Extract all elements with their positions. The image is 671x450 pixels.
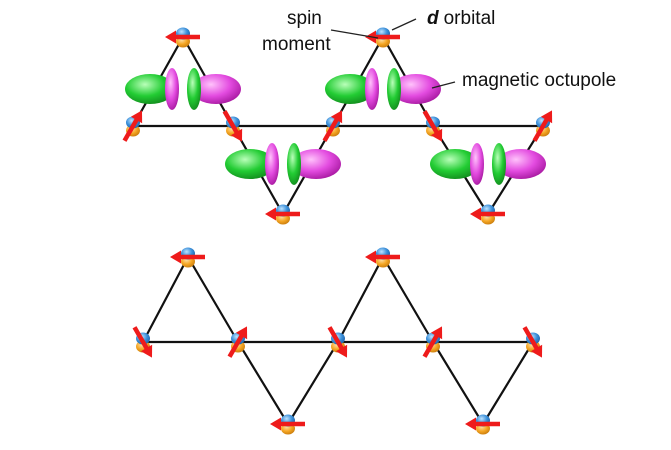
spin-arrow (322, 110, 343, 142)
spin-arrow (422, 326, 443, 358)
top-site-row-2 (222, 110, 243, 142)
bottom-site-bottom-1 (270, 414, 305, 435)
bottom-site-apex-2 (365, 247, 400, 268)
spin-arrow (532, 110, 553, 142)
octupole-magenta-lobe (391, 74, 441, 104)
spin-arrow (222, 110, 243, 142)
octupole-green-lobe (430, 149, 480, 179)
spin-moment-label-line2: moment (262, 34, 331, 55)
octupole-green-lobe (387, 68, 401, 110)
spin-arrow (165, 30, 200, 44)
spin-arrow (265, 207, 300, 221)
bottom-site-bottom-2 (465, 414, 500, 435)
magnetic-octupole-leader (431, 81, 456, 89)
bottom-site-row-3 (327, 326, 348, 358)
octupole-green-lobe (287, 143, 301, 185)
bottom-sites (132, 247, 543, 435)
octupole-magenta-lobe (165, 68, 179, 110)
bottom-site-row-4 (422, 326, 443, 358)
spin-arrow (522, 326, 543, 358)
octupole-green-lobe (125, 74, 175, 104)
d-orbital-leader (391, 18, 417, 31)
octupole-magenta-lobe (496, 149, 546, 179)
spin-arrow (327, 326, 348, 358)
bottom-site-row-2 (227, 326, 248, 358)
octupole-4 (430, 143, 546, 185)
octupole-green-lobe (325, 74, 375, 104)
spin-moment-leader (330, 29, 379, 39)
octupole-2 (225, 143, 341, 185)
spin-moment-label-line1: spin (287, 8, 322, 29)
magnetic-octupole-label: magnetic octupole (462, 70, 616, 91)
octupole-1 (125, 68, 241, 110)
octupole-3 (325, 68, 441, 110)
top-octupoles (125, 68, 546, 185)
octupole-green-lobe (492, 143, 506, 185)
spin-arrow (122, 110, 143, 142)
octupole-green-lobe (187, 68, 201, 110)
bottom-lattice (132, 247, 543, 435)
top-site-apex-2 (365, 27, 400, 48)
octupole-magenta-lobe (470, 143, 484, 185)
top-site-row-1 (122, 110, 143, 142)
octupole-magenta-lobe (365, 68, 379, 110)
bottom-site-row-1 (132, 326, 153, 358)
top-site-row-3 (322, 110, 343, 142)
spin-arrow (465, 417, 500, 431)
bottom-site-row-5 (522, 326, 543, 358)
bottom-site-apex-1 (170, 247, 205, 268)
spin-arrow (422, 110, 443, 142)
top-sites (122, 27, 553, 225)
spin-arrow (365, 250, 400, 264)
octupole-magenta-lobe (291, 149, 341, 179)
spin-arrow (170, 250, 205, 264)
spin-arrow (227, 326, 248, 358)
top-site-row-5 (532, 110, 553, 142)
top-lattice (122, 27, 553, 225)
top-site-bottom-1 (265, 204, 300, 225)
top-site-apex-1 (165, 27, 200, 48)
octupole-green-lobe (225, 149, 275, 179)
octupole-magenta-lobe (265, 143, 279, 185)
octupole-magenta-lobe (191, 74, 241, 104)
d-orbital-letter: d (427, 8, 439, 29)
spin-arrow (132, 326, 153, 358)
top-site-bottom-2 (470, 204, 505, 225)
spin-arrow (470, 207, 505, 221)
d-orbital-word: orbital (444, 8, 496, 29)
top-site-row-4 (422, 110, 443, 142)
spin-arrow (270, 417, 305, 431)
